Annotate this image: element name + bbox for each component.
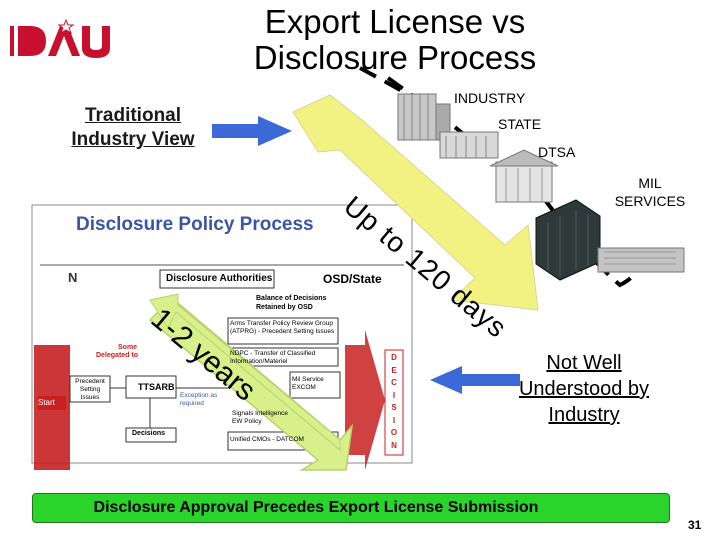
footer-banner: Disclosure Approval Precedes Export Lice… bbox=[32, 493, 670, 523]
up-to-120-days-arrow bbox=[292, 94, 539, 311]
decision-letter: I bbox=[392, 390, 396, 400]
precedent-label: Precedent Setting Issues bbox=[75, 378, 105, 401]
footer-text: Disclosure Approval Precedes Export Lice… bbox=[93, 499, 539, 516]
signals-label: Signals Intelligence EW Policy bbox=[232, 410, 289, 425]
decision-letter: D bbox=[391, 353, 397, 362]
excom-label: Mil Service EXCOM bbox=[292, 376, 324, 391]
decisions-label: Decisions bbox=[132, 430, 166, 437]
decision-letter: S bbox=[391, 403, 397, 412]
mil-services-label: MIL SERVICES bbox=[614, 175, 686, 209]
dtsa-label: DTSA bbox=[538, 144, 576, 160]
industry-label: INDUSTRY bbox=[454, 90, 526, 106]
osd-state-label: OSD/State bbox=[323, 272, 382, 286]
delegated-label: Delegated to bbox=[96, 352, 139, 359]
atprg-label: Arms Transfer Policy Review Group (ATPRG… bbox=[230, 320, 335, 335]
balance-decisions: Balance of Decisions Retained by OSD bbox=[256, 295, 327, 311]
flowchart-ni: N bbox=[68, 270, 78, 285]
decision-column: D E C I S I O N bbox=[386, 352, 402, 452]
flowchart-title: Disclosure Policy Process bbox=[76, 214, 314, 235]
mil-services-building-icon bbox=[535, 199, 601, 281]
state-label: STATE bbox=[498, 116, 542, 132]
exception-label: Exception as required bbox=[180, 392, 218, 407]
page-number: 31 bbox=[688, 518, 702, 532]
decision-letter: C bbox=[391, 378, 397, 387]
state-building-icon bbox=[439, 131, 499, 159]
pentagon-building-icon bbox=[597, 247, 685, 273]
decision-letter: E bbox=[391, 365, 397, 375]
some-label: Some bbox=[118, 344, 138, 351]
not-well-understood-label: Not Well Understood by Industry bbox=[518, 352, 650, 426]
industry-building-icon bbox=[397, 93, 451, 141]
ttsarb-label: TTSARB bbox=[138, 382, 175, 392]
blue-arrow-left bbox=[430, 366, 520, 394]
flowchart-panel bbox=[31, 204, 413, 470]
decision-letter: N bbox=[391, 440, 397, 450]
ndpc-label: NDPC - Transfer of Classified Informatio… bbox=[230, 350, 316, 365]
traditional-view-label: Traditional Industry View bbox=[71, 105, 195, 150]
page-title: Export License vs Disclosure Process bbox=[253, 3, 537, 76]
decision-letter: I bbox=[392, 415, 396, 425]
blue-arrow-right bbox=[212, 116, 292, 146]
years-arrow bbox=[148, 296, 354, 471]
dau-logo bbox=[10, 18, 110, 58]
start-label: Start bbox=[38, 398, 55, 407]
decision-letter: O bbox=[390, 428, 398, 437]
dtsa-building-icon bbox=[489, 149, 559, 203]
cmo-label: Unified CMOs - DATCOM bbox=[230, 436, 304, 443]
disclosure-authorities: Disclosure Authorities bbox=[166, 273, 273, 284]
